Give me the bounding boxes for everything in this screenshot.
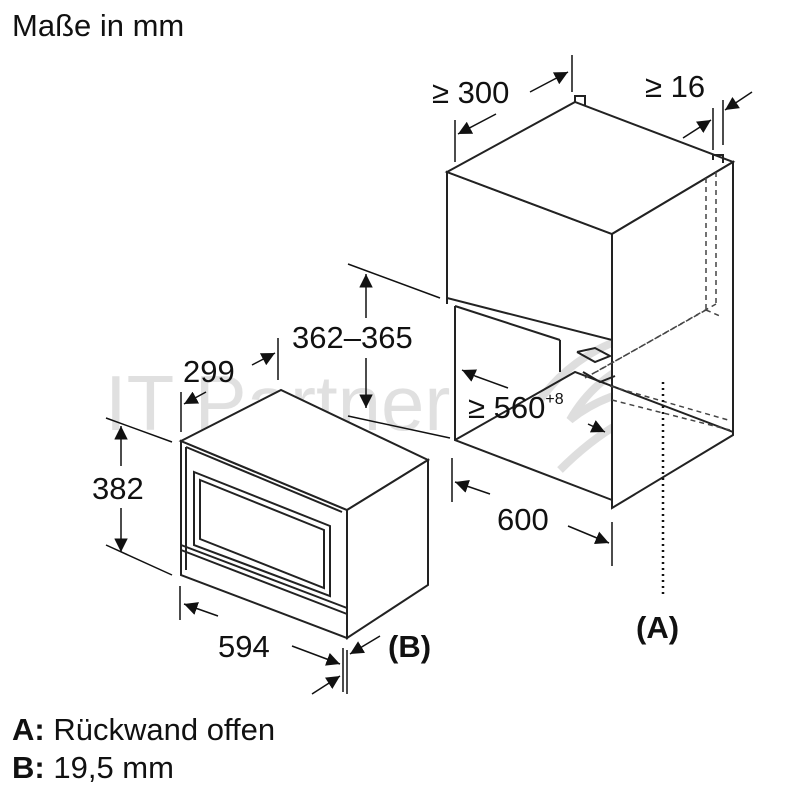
hidden-lines <box>584 172 731 431</box>
dim-niche-height: 362–365 <box>292 320 413 355</box>
drawing-title: Maße in mm <box>12 8 185 43</box>
dim-niche-width-tolerance: +8 <box>545 391 563 408</box>
dim-niche-width: ≥ 560+8 <box>468 390 564 425</box>
dim-appliance-width: 594 <box>218 629 270 664</box>
dim-appliance-depth: 299 <box>183 354 235 389</box>
callout-a: (A) <box>636 610 679 645</box>
legend-item-b: B: 19,5 mm <box>12 752 174 783</box>
legend-item-a: A: Rückwand offen <box>12 714 275 745</box>
oven-door-window <box>193 470 331 598</box>
legend-a-key: A: <box>12 712 45 747</box>
dim-cabinet-depth: ≥ 300 <box>432 75 509 110</box>
legend-a-text: Rückwand offen <box>53 712 276 747</box>
dim-cabinet-width: 600 <box>497 502 549 537</box>
dim-side-clearance: ≥ 16 <box>645 69 705 104</box>
callout-b: (B) <box>388 629 431 664</box>
oven-side <box>346 458 429 640</box>
dim-appliance-height: 382 <box>92 471 144 506</box>
dim-niche-width-value: ≥ 560 <box>468 390 545 425</box>
dimension-lines <box>105 55 753 695</box>
wall-cabinet <box>444 95 736 598</box>
legend-b-key: B: <box>12 750 45 785</box>
legend-b-text: 19,5 mm <box>53 750 174 785</box>
oven-appliance <box>178 388 431 640</box>
